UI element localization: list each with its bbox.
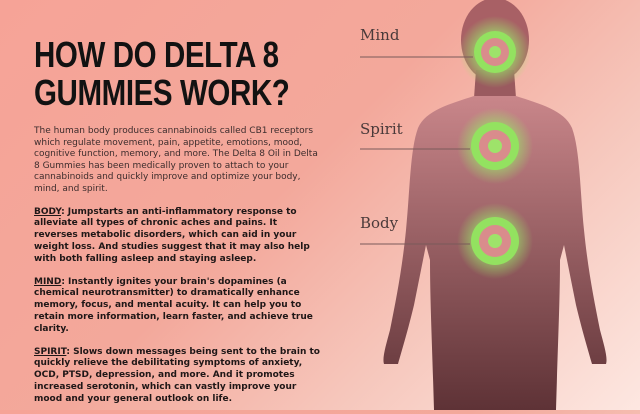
spirit-text: : Slows down messages being sent to the … bbox=[34, 346, 320, 404]
body-text: : Jumpstarts an anti-inflammatory respon… bbox=[34, 206, 310, 264]
intro-paragraph: The human body produces cannabinoids cal… bbox=[34, 126, 318, 194]
mind-text: : Instantly ignites your brain's dopamin… bbox=[34, 276, 313, 334]
spirit-chakra-icon bbox=[457, 108, 533, 184]
mind-key: MIND bbox=[34, 276, 62, 287]
spirit-label: Spirit bbox=[360, 120, 403, 138]
body-figure: Mind Spirit Body bbox=[330, 0, 640, 410]
page-title: HOW DO DELTA 8 GUMMIES WORK? bbox=[34, 34, 290, 113]
body-paragraph: BODY: Jumpstarts an anti-inflammatory re… bbox=[34, 207, 320, 266]
body-chakra-icon bbox=[457, 203, 533, 279]
human-silhouette-icon bbox=[360, 0, 607, 410]
body-label: Body bbox=[360, 214, 399, 232]
mind-chakra-icon bbox=[459, 16, 531, 88]
text-column: HOW DO DELTA 8 GUMMIES WORK? The human b… bbox=[34, 36, 320, 406]
spirit-paragraph: SPIRIT: Slows down messages being sent t… bbox=[34, 347, 320, 406]
mind-paragraph: MIND: Instantly ignites your brain's dop… bbox=[34, 277, 320, 336]
body-key: BODY bbox=[34, 206, 62, 217]
spirit-key: SPIRIT bbox=[34, 346, 67, 357]
mind-label: Mind bbox=[360, 26, 400, 44]
